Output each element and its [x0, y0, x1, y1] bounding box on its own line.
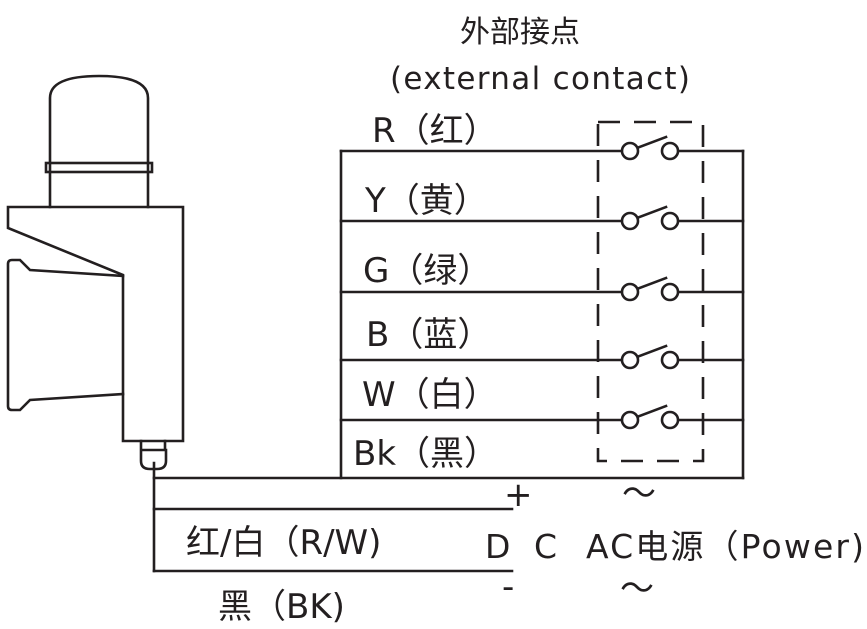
switch-terminal — [620, 282, 640, 302]
switch-blade — [635, 404, 668, 419]
contact-bus — [152, 149, 745, 480]
switch-blade — [635, 344, 668, 359]
wire-label-w: W（白） — [362, 375, 498, 415]
ac-power-label: AC电源（Power) — [586, 527, 864, 566]
contact-switch — [620, 344, 680, 370]
lamp-band — [44, 161, 154, 174]
switch-terminal — [620, 350, 640, 370]
horn-bell — [6, 258, 125, 412]
switch-terminal — [660, 410, 680, 430]
ac-tilde-bottom: ～ — [620, 569, 654, 609]
ac-tilde-top: ～ — [622, 474, 656, 514]
switch-blade — [635, 205, 668, 220]
contact-switch — [620, 276, 680, 302]
switch-terminal — [620, 211, 640, 231]
alarm-lamp-device — [6, 74, 185, 471]
wire-label-y: Y（黄） — [364, 181, 488, 221]
switches — [620, 135, 680, 430]
switch-terminal — [620, 410, 640, 430]
switch-terminal — [620, 141, 640, 161]
switch-blade — [635, 135, 668, 150]
dc-minus: - — [502, 567, 514, 607]
switch-terminal — [660, 211, 680, 231]
power-label-rw: 红/白（R/W) — [186, 523, 381, 563]
switch-blade — [635, 276, 668, 291]
title-en: (external contact) — [390, 61, 690, 97]
wire-label-bk: Bk（黑） — [353, 434, 498, 474]
power-label-bk: 黑（BK) — [218, 587, 345, 627]
wire-label-g: G（绿） — [363, 251, 491, 291]
wire-label-r: R（红） — [372, 111, 498, 151]
switch-terminal — [660, 350, 680, 370]
device-body — [6, 205, 185, 443]
switch-terminal — [660, 282, 680, 302]
wire-label-b: B（蓝） — [366, 315, 491, 355]
external-contact-box — [596, 120, 705, 463]
title-cn: 外部接点 — [460, 15, 580, 50]
lamp-dome — [48, 74, 150, 209]
contact-switch — [620, 205, 680, 231]
dc-label: DC — [485, 527, 557, 566]
switch-terminal — [660, 141, 680, 161]
dc-plus: + — [504, 475, 533, 515]
contact-switch — [620, 135, 680, 161]
contact-switch — [620, 404, 680, 430]
